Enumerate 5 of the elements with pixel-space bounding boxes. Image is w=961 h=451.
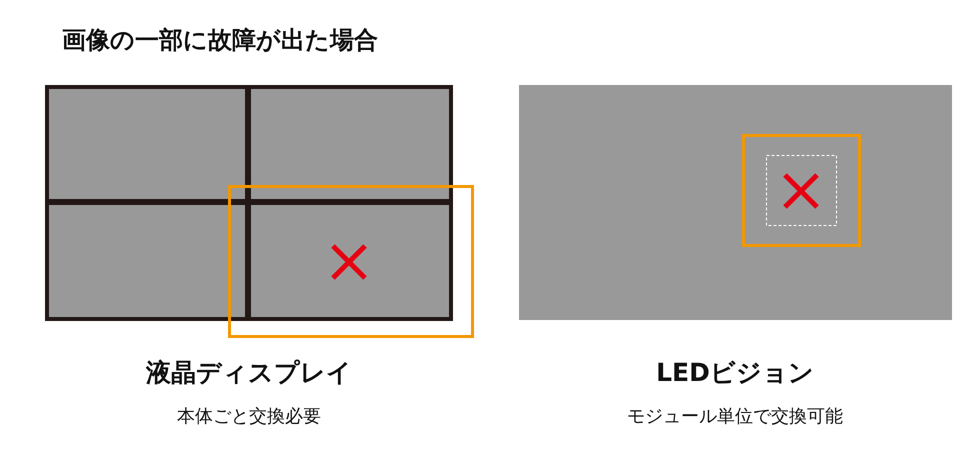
panel-note: 本体ごと交換必要: [177, 405, 321, 428]
panel-heading: 液晶ディスプレイ: [146, 357, 352, 389]
diagram-title: 画像の一部に故障が出た場合: [62, 25, 378, 56]
panel-note: モジュール単位で交換可能: [627, 405, 843, 428]
panel-heading: LEDビジョン: [656, 357, 814, 389]
